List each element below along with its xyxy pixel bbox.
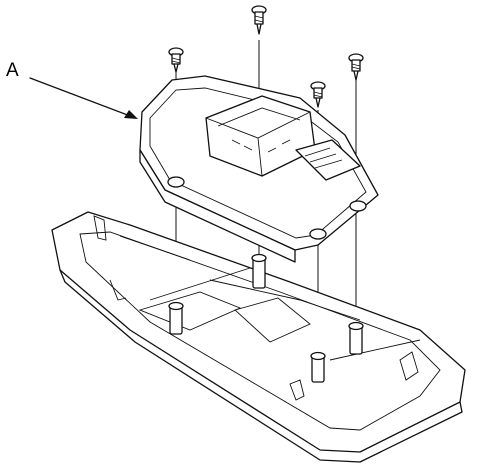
screw-1	[168, 47, 184, 73]
screw-4	[348, 53, 364, 81]
lower-housing-bracket	[51, 211, 466, 463]
screw-2	[251, 5, 267, 35]
screw-3	[310, 81, 326, 108]
control-unit	[139, 75, 379, 263]
callout-label-a: A	[6, 60, 19, 81]
callout-arrow	[29, 77, 138, 119]
